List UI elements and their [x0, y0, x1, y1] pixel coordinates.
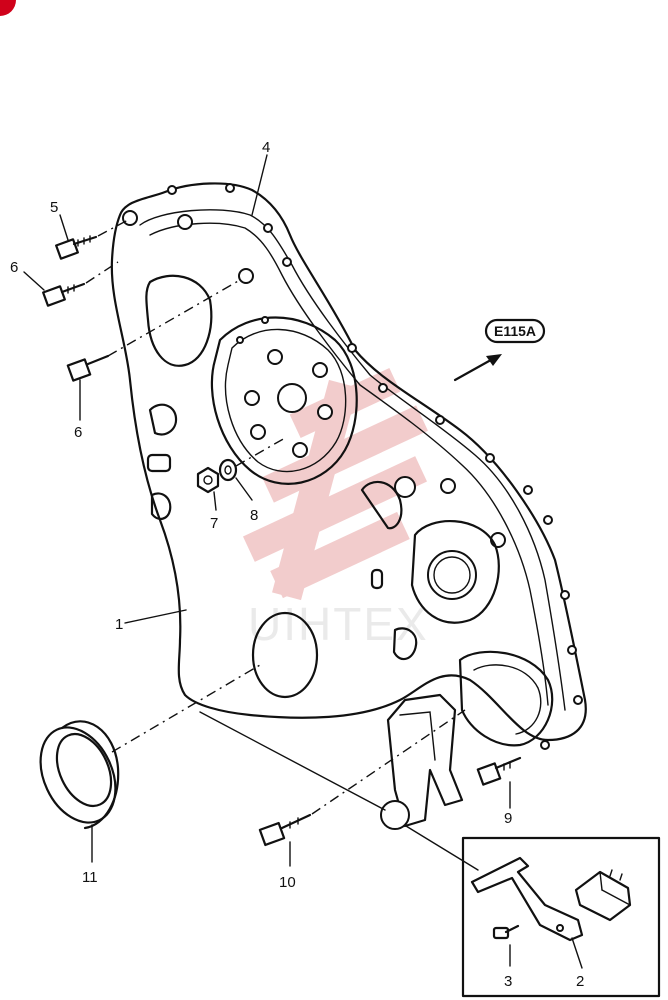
bracket-assembly — [199, 693, 479, 871]
perimeter-bolt-holes — [122, 183, 583, 750]
reference-tag: E115A — [453, 318, 546, 382]
gear-case-outline — [110, 182, 587, 742]
corner-badge — [0, 0, 16, 16]
nut-7 — [196, 466, 220, 511]
bolt-6-upper — [23, 261, 119, 307]
bolt-9 — [476, 756, 522, 809]
mid-cutout — [148, 403, 178, 436]
gear-case — [110, 182, 587, 750]
callout-11: 11 — [82, 869, 98, 886]
stopper-block — [574, 870, 632, 922]
bolt-10 — [258, 709, 466, 867]
oil-seal-11 — [39, 664, 261, 863]
callout-2: 2 — [576, 973, 584, 990]
triangular-opening — [360, 480, 403, 530]
callout-6-upper: 6 — [10, 259, 18, 276]
lower-cutout — [150, 492, 172, 520]
bolt-6-lower — [66, 279, 241, 421]
callout-4: 4 — [262, 139, 270, 156]
callout-1: 1 — [115, 616, 123, 633]
callout-5: 5 — [50, 199, 58, 216]
drive-plate-center — [277, 383, 307, 413]
callout-10: 10 — [279, 874, 296, 891]
pin-3 — [492, 924, 520, 967]
callout-7: 7 — [210, 515, 218, 532]
reference-tag-text: E115A — [494, 323, 536, 339]
callout-6-lower: 6 — [74, 424, 82, 441]
lower-hub — [458, 650, 554, 747]
seal-housing-plate — [410, 519, 500, 624]
watermark-text: UIHTEX — [248, 598, 429, 650]
crank-opening — [251, 611, 319, 699]
callout-9: 9 — [504, 810, 512, 827]
detail-inset — [461, 836, 661, 998]
bolt-5 — [55, 214, 129, 260]
seal-housing-bore — [427, 550, 477, 600]
bracket-2 — [470, 856, 584, 942]
callout-8: 8 — [250, 507, 258, 524]
upper-cutout — [145, 274, 213, 367]
washer-8 — [218, 437, 286, 501]
gear-case-inner-rim-2 — [149, 222, 549, 706]
drive-plate — [210, 316, 358, 485]
callout-3: 3 — [504, 973, 512, 990]
slot-cutout — [146, 453, 172, 473]
drive-plate-rim — [224, 328, 347, 473]
